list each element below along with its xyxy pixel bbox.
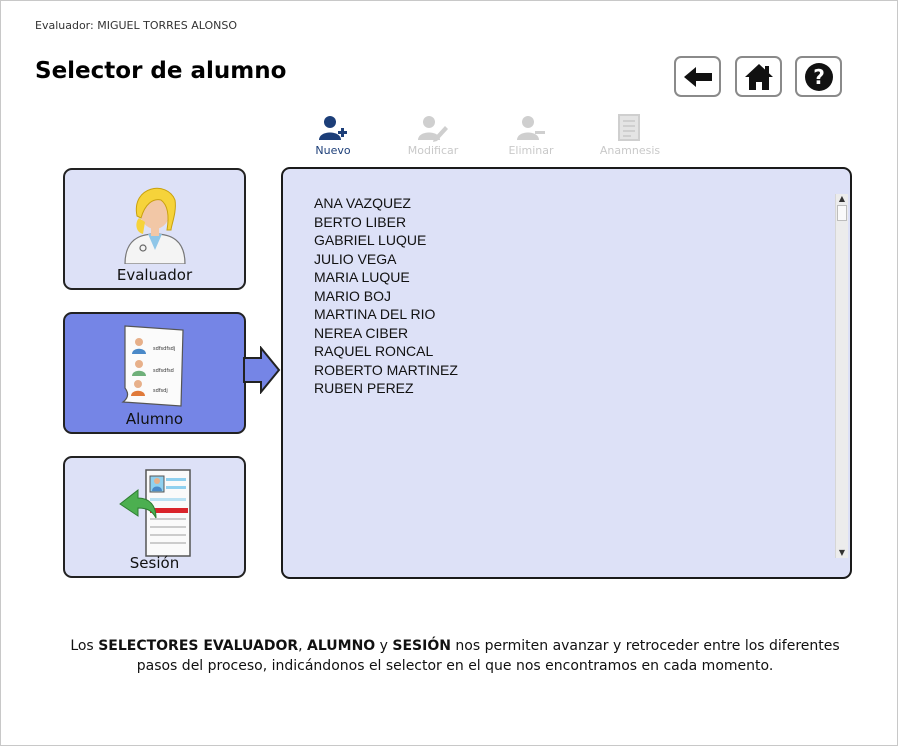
home-button[interactable] (735, 56, 782, 97)
modify-student-label: Modificar (407, 144, 459, 157)
help-text: , (298, 638, 308, 654)
help-description: Los SELECTORES EVALUADOR, ALUMNO y SESIÓ… (60, 636, 850, 676)
active-selector-pointer-icon (243, 346, 281, 394)
remove-user-icon (517, 116, 545, 140)
selector-evaluador[interactable]: Evaluador (63, 168, 246, 290)
student-list-item[interactable]: MARIO BOJ (314, 287, 392, 304)
anamnesis-label: Anamnesis (599, 144, 661, 157)
student-list-item[interactable]: BERTO LIBER (314, 213, 407, 230)
scroll-up-icon[interactable]: ▲ (838, 194, 846, 203)
question-icon: ? (804, 62, 833, 91)
student-list: ANA VAZQUEZ BERTO LIBER GABRIEL LUQUE JU… (314, 194, 458, 398)
help-text-bold: SESIÓN (392, 638, 451, 654)
back-button[interactable] (674, 56, 721, 97)
selector-alumno[interactable]: sdfsdfsdj sdfsdfsd sdfsdj Alumno (63, 312, 246, 434)
scroll-down-icon[interactable]: ▼ (838, 548, 846, 557)
doctor-icon (123, 187, 186, 264)
student-list-item[interactable]: MARTINA DEL RIO (314, 306, 436, 322)
anamnesis-button[interactable]: Anamnesis (590, 114, 670, 157)
scrollbar-thumb[interactable] (837, 205, 847, 221)
help-text: nos permiten avanzar y retroceder entre … (136, 638, 840, 674)
help-text: Los (70, 638, 99, 654)
student-list-icon: sdfsdfsdj sdfsdfsd sdfsdj (120, 325, 184, 407)
svg-text:sdfsdj: sdfsdj (153, 388, 168, 394)
student-list-item[interactable]: RAQUEL RONCAL (314, 343, 434, 359)
help-button[interactable]: ? (795, 56, 842, 97)
student-list-item[interactable]: MARIA LUQUE (314, 269, 410, 285)
student-list-scrollbar[interactable]: ▲ ▼ (835, 194, 848, 558)
document-icon (618, 114, 640, 141)
delete-student-label: Eliminar (508, 144, 554, 157)
help-text: y (375, 638, 393, 654)
student-list-item[interactable]: ROBERTO MARTINEZ (314, 361, 458, 378)
page-title: Selector de alumno (35, 58, 287, 84)
help-text-bold: SELECTORES EVALUADOR (98, 638, 299, 654)
selector-sesion[interactable]: Sesión (63, 456, 246, 578)
modify-student-button[interactable]: Modificar (393, 114, 473, 157)
evaluator-name: Evaluador: MIGUEL TORRES ALONSO (35, 19, 237, 32)
selector-alumno-label: Alumno (125, 410, 184, 428)
student-list-panel: ANA VAZQUEZ BERTO LIBER GABRIEL LUQUE JU… (281, 167, 852, 579)
new-student-label: Nuevo (315, 144, 351, 157)
student-list-item[interactable]: RUBEN PEREZ (314, 380, 414, 396)
arrow-left-icon (683, 66, 712, 87)
selector-sesion-label: Sesión (129, 554, 180, 572)
home-icon (744, 63, 773, 90)
svg-text:sdfsdfsd: sdfsdfsd (153, 368, 174, 374)
delete-student-button[interactable]: Eliminar (491, 114, 571, 157)
student-list-item[interactable]: ANA VAZQUEZ (314, 195, 411, 211)
student-list-item[interactable]: JULIO VEGA (314, 250, 397, 267)
svg-text:sdfsdfsdj: sdfsdfsdj (153, 346, 175, 352)
selector-evaluador-label: Evaluador (116, 266, 193, 284)
help-text-bold: ALUMNO (307, 638, 376, 654)
student-list-item[interactable]: GABRIEL LUQUE (314, 232, 427, 248)
new-student-button[interactable]: Nuevo (293, 114, 373, 157)
session-form-icon (118, 469, 191, 557)
edit-user-icon (418, 116, 448, 142)
student-list-item[interactable]: NEREA CIBER (314, 324, 409, 341)
svg-text:?: ? (813, 65, 825, 89)
add-user-icon (319, 116, 347, 140)
